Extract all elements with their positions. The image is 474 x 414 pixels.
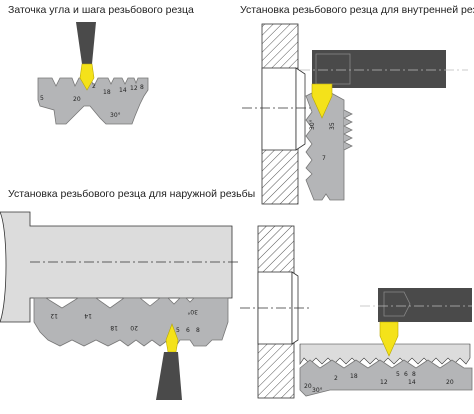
gauge-mark: 18 (350, 373, 358, 380)
gauge-mark: 12 (50, 312, 58, 319)
gauge-mark: 18 (110, 324, 118, 331)
gauge-mark: 35 (329, 122, 336, 130)
tool-tip-top-right (311, 83, 333, 119)
gauge-mark: 20 (130, 324, 138, 331)
tool-tip-top-left (79, 63, 95, 91)
thread-gauge-top-right (305, 87, 345, 201)
gauge-mark: 14 (408, 379, 416, 386)
thread-gauge-bottom-right (299, 359, 473, 397)
gauge-mark: 8 (140, 84, 144, 91)
caption-internal-thread: Установка резьбового резца для внутренне… (240, 4, 474, 16)
gauge-mark: 8 (196, 327, 200, 334)
middle-left-diagram: 12 14 18 20 30° 5 6 8 (0, 211, 240, 400)
gauge-mark: 20 (304, 383, 312, 390)
tool-holder-middle-left (156, 352, 182, 400)
top-left-diagram: 5 20 18 14 12 8 2 30° (37, 22, 149, 125)
gauge-mark: 20 (446, 379, 454, 386)
gauge-mark: 18 (103, 89, 111, 96)
gauge-mark: 5 (40, 95, 44, 102)
gauge-mark: 30° (110, 112, 121, 119)
gauge-mark: 2 (92, 83, 96, 90)
gauge-mark: 8 (412, 371, 416, 378)
tool-tip-middle-left (165, 323, 179, 353)
gauge-mark: 7 (322, 155, 326, 162)
tool-holder-top-right (312, 50, 446, 88)
workpiece-shaft (0, 211, 233, 323)
caption-angle-sharpening: Заточка угла и шага резьбового резца (8, 4, 194, 16)
gauge-mark: 14 (84, 312, 92, 319)
thread-gauge-middle-left (33, 297, 229, 347)
gauge-mark: 20 (73, 96, 81, 103)
gauge-mark: 30° (309, 119, 316, 130)
bottom-right-diagram: 20 2 18 12 14 20 30° 5 6 8 (240, 225, 473, 399)
gauge-mark: 12 (130, 85, 138, 92)
gauge-mark: 5 (176, 327, 180, 334)
caption-external-thread: Установка резьбового резца для наружной … (8, 188, 256, 200)
gauge-mark: 30° (187, 308, 198, 315)
tool-holder-top-left (76, 22, 96, 64)
gauge-mark: 2 (334, 375, 338, 382)
top-right-diagram: 30° 7 35 (242, 23, 468, 205)
gauge-mark: 5 (396, 371, 400, 378)
gauge-mark: 14 (119, 87, 127, 94)
gauge-mark: 12 (380, 379, 388, 386)
gauge-mark: 30° (312, 387, 323, 394)
tool-tip-bottom-right (379, 321, 399, 357)
gauge-mark: 6 (186, 327, 190, 334)
gauge-mark: 6 (404, 371, 408, 378)
tool-holder-bottom-right (378, 288, 472, 322)
